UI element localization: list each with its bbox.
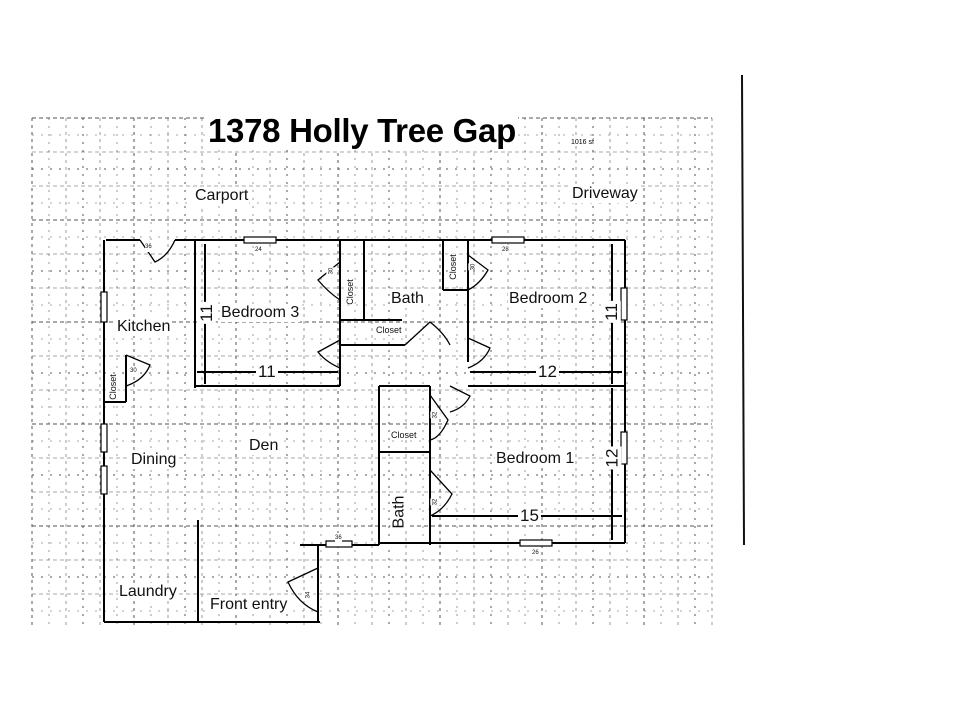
page-edge-line [741, 74, 745, 546]
windows [100, 236, 628, 548]
dimension-bed2-depth: 11 [601, 301, 621, 323]
dimension-bed1-width: 15 [518, 506, 541, 525]
mark-bed3-closet-door: 30 [326, 267, 337, 275]
kitchen-closet-door-swing [125, 354, 151, 387]
room-label-laundry: Laundry [118, 583, 178, 601]
window-bed1-right [620, 431, 628, 465]
mark-bed1-window: 26 [532, 548, 539, 558]
room-label-bath-lower: Bath [390, 494, 409, 530]
window-bed2-top [491, 236, 525, 244]
bed3-closet-door-swing [317, 261, 341, 301]
room-label-kitchen: Kitchen [116, 318, 172, 336]
mark-bed1-closet-door: 32 [430, 411, 441, 419]
window-kitchen-left [100, 291, 108, 323]
square-footage: 1016 sf [570, 139, 595, 146]
mark-bed2-closet-door: 30 [468, 263, 479, 271]
dimension-bed2-width: 12 [536, 362, 559, 381]
dimension-bed1-depth: 12 [602, 446, 622, 470]
carport-door-swing [139, 239, 176, 263]
dimension-bed3-width: 11 [256, 362, 278, 381]
mark-carport-door: 36 [145, 242, 152, 252]
window-bed2-right [620, 287, 628, 321]
room-label-front-entry: Front entry [209, 596, 289, 614]
bed2-door-swing [467, 337, 491, 369]
plan-title: 1378 Holly Tree Gap [206, 112, 518, 150]
room-label-bedroom1: Bedroom 1 [495, 450, 576, 468]
mark-kitchen-closet-door: 30 [130, 366, 137, 376]
carport-label: Carport [194, 187, 250, 205]
mark-den-window: 36 [335, 533, 342, 543]
window-dining-left-1 [100, 423, 108, 453]
mark-bed3-window: 24 [255, 245, 262, 255]
closet-label-bed2: Closet [447, 254, 458, 280]
closet-bed2-door-swing [467, 254, 489, 291]
closet-label-kitchen: Closet [107, 374, 118, 400]
bath-door-swing [404, 321, 451, 346]
bed1-closet-door-swing [429, 394, 449, 441]
hall-closet-door-swing [449, 385, 471, 413]
closet-label-bed3: Closet [344, 279, 355, 305]
bed3-door-swing [317, 339, 341, 369]
window-bed1-bottom [519, 539, 553, 547]
room-label-bedroom3: Bedroom 3 [220, 304, 301, 322]
door-swings [125, 239, 491, 613]
window-dining-left-2 [100, 465, 108, 495]
room-label-bath-upper: Bath [390, 290, 425, 308]
room-label-den: Den [248, 437, 280, 455]
dimension-bed3-depth: 11 [196, 302, 216, 324]
room-label-bedroom2: Bedroom 2 [508, 290, 589, 308]
closet-label-bed1: Closet [391, 430, 417, 440]
window-bed3-top [243, 236, 277, 244]
mark-front-door: 34 [303, 591, 314, 599]
driveway-label: Driveway [571, 185, 639, 203]
bath-lower-door-swing [429, 469, 453, 517]
mark-bath-door: 32 [430, 498, 441, 506]
closet-label-hall: Closet [376, 325, 402, 335]
dimension-lines [197, 244, 622, 540]
front-door-swing [287, 567, 319, 613]
mark-bed2-window: 28 [502, 245, 509, 255]
room-label-dining: Dining [130, 451, 178, 469]
